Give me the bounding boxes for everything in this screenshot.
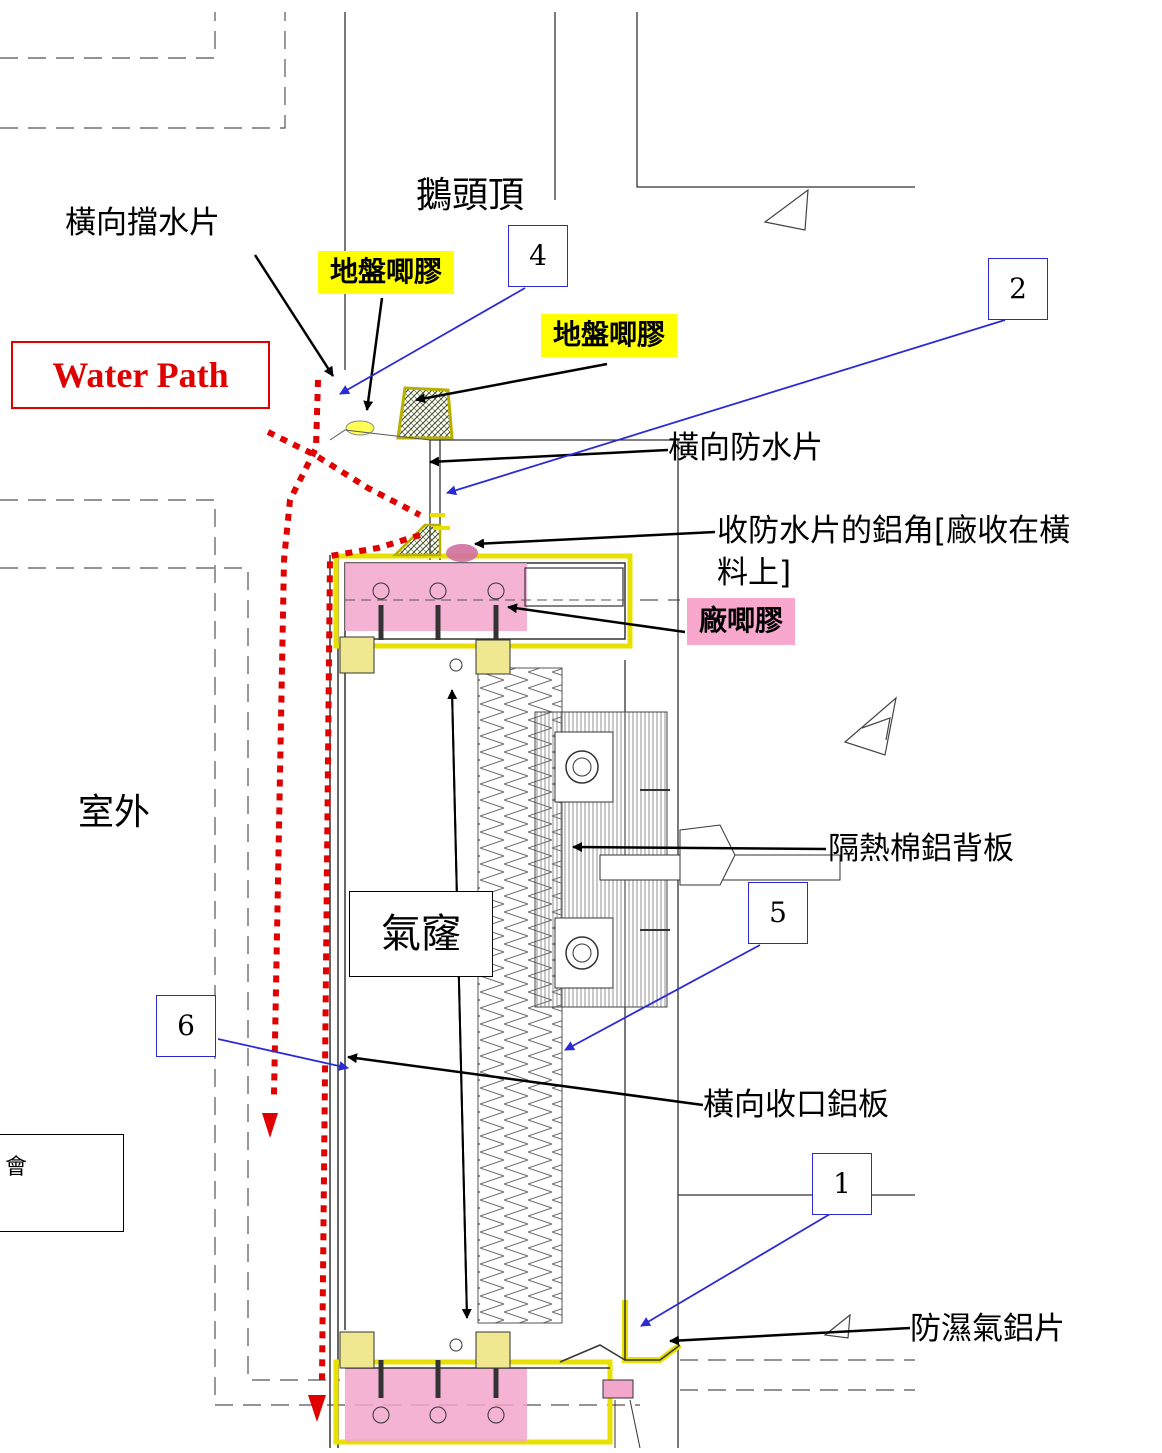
label-aluminium-angle-line1: 收防水片的鋁角[廠收在橫 bbox=[717, 513, 1071, 549]
marker-6: 6 bbox=[156, 995, 216, 1057]
cut-off-note: 會 bbox=[0, 1134, 124, 1232]
label-site-sealant-2: 地盤唧膠 bbox=[541, 314, 678, 357]
label-horizontal-baffle: 橫向擋水片 bbox=[65, 205, 220, 241]
marker-4: 4 bbox=[508, 225, 568, 287]
label-factory-sealant: 廠唧膠 bbox=[687, 598, 796, 645]
air-cavity-arrow bbox=[447, 689, 472, 1319]
water-path-lines bbox=[266, 379, 422, 1381]
label-vapor-barrier: 防濕氣鋁片 bbox=[910, 1311, 1065, 1347]
coping-details bbox=[329, 386, 478, 562]
label-aluminium-angle-line2: 料上] bbox=[717, 555, 792, 591]
panel-verticals bbox=[329, 555, 346, 1448]
marker-2: 2 bbox=[988, 258, 1048, 320]
water-path-arrowheads bbox=[262, 1113, 326, 1422]
bracket-assembly bbox=[534, 711, 841, 1008]
label-site-sealant: 地盤唧膠 bbox=[318, 251, 455, 294]
label-outdoor: 室外 bbox=[78, 792, 151, 833]
leader-lines bbox=[253, 254, 911, 1346]
bottom-frame bbox=[333, 1300, 682, 1449]
marker-leaders bbox=[217, 287, 1006, 1327]
water-path-box: Water Path bbox=[11, 341, 270, 409]
marker-5: 5 bbox=[748, 882, 808, 944]
section-marks bbox=[763, 188, 897, 1339]
coping-title: 鵝頭頂 bbox=[416, 175, 525, 216]
label-insulation-backpanel: 隔熱棉鋁背板 bbox=[828, 831, 1014, 867]
air-cavity-box: 氣窿 bbox=[349, 891, 493, 977]
top-frame bbox=[333, 553, 633, 675]
marker-1: 1 bbox=[812, 1153, 872, 1215]
label-horizontal-waterproof: 橫向防水片 bbox=[668, 430, 823, 466]
label-horizontal-closure-plate: 橫向收口鋁板 bbox=[703, 1087, 889, 1123]
